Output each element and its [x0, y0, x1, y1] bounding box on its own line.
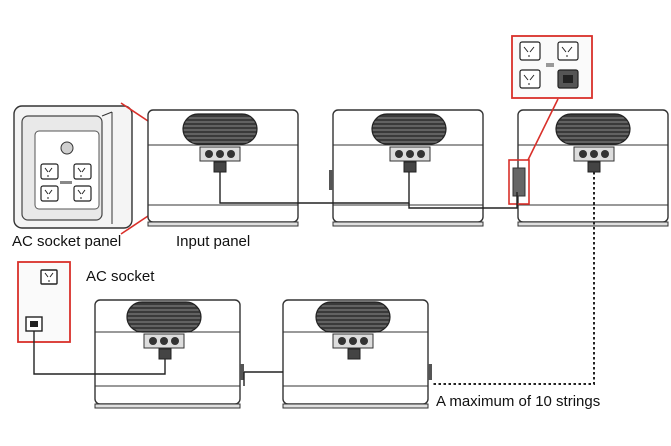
- ac-socket-zoom-box: [511, 35, 593, 99]
- power-station-unit-4: [94, 299, 244, 409]
- power-button-icon: [60, 141, 74, 155]
- power-station-unit-5: [282, 299, 432, 409]
- input-panel-label: Input panel: [176, 233, 251, 250]
- power-station-unit-1: [147, 109, 299, 227]
- side-socket-highlight: [508, 159, 530, 205]
- power-station-unit-2: [329, 109, 484, 227]
- ac-outlet-icon: [40, 163, 92, 202]
- ac-socket-panel-unit: [13, 105, 133, 229]
- ac-socket-label: AC socket: [86, 268, 155, 285]
- max-strings-label: A maximum of 10 strings: [436, 393, 601, 410]
- ac-socket-panel-label: AC socket panel: [12, 233, 122, 250]
- ac-socket-small-box: [17, 261, 71, 343]
- dotted-extension-cable: [432, 172, 595, 385]
- cable-top-row: [219, 172, 518, 209]
- cable-bottom-row: [33, 331, 283, 386]
- ac-panel-red-callout: [120, 102, 149, 122]
